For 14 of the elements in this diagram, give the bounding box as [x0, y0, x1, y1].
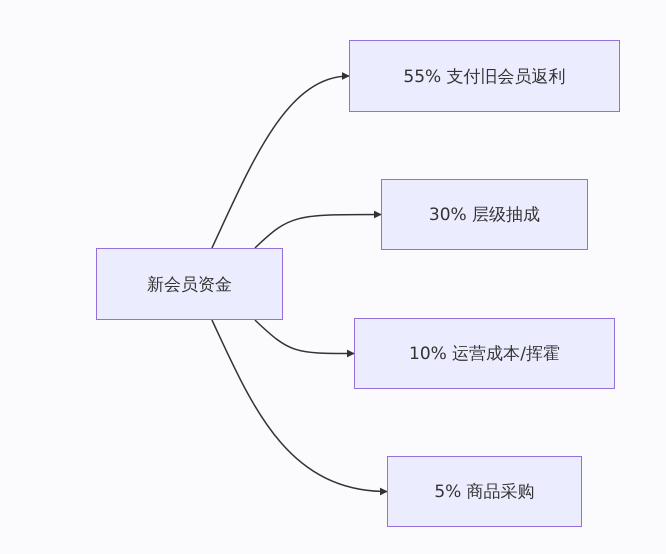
box-text: 10% 运营成本/挥霍: [409, 343, 560, 365]
allocation-box: [387, 456, 582, 527]
box-text: 5% 商品采购: [434, 481, 535, 503]
box-text: 新会员资金: [147, 274, 232, 296]
source-box: [96, 248, 283, 320]
arrow: [254, 319, 355, 358]
allocation-box: [354, 318, 615, 389]
allocation-box: [381, 179, 588, 250]
allocation-box: [349, 40, 620, 112]
box-text: 30% 层级抽成: [428, 204, 540, 226]
arrow: [211, 320, 388, 495]
arrow: [211, 72, 350, 248]
box-text: 55% 支付旧会员返利: [403, 66, 566, 88]
arrow: [254, 210, 382, 249]
